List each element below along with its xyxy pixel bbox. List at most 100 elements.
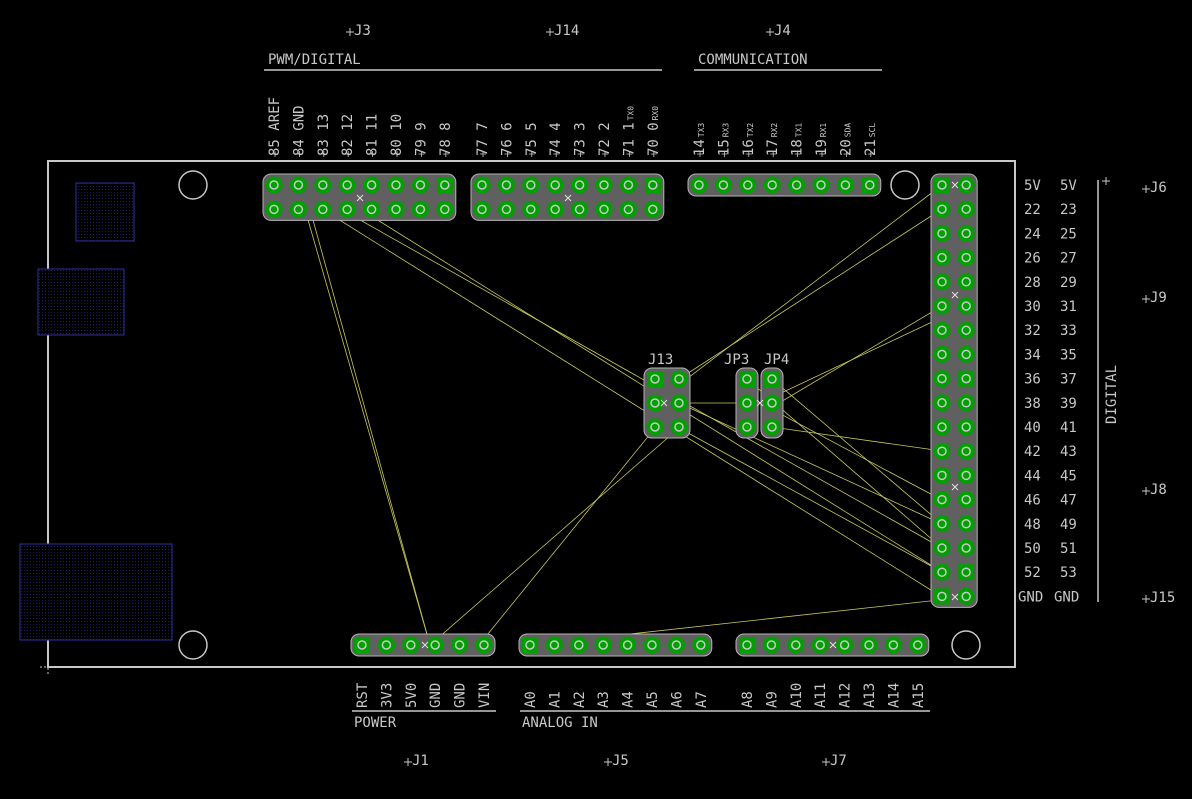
airwire	[678, 402, 943, 525]
pad	[933, 394, 951, 412]
digital-row-label-right: 27	[1060, 251, 1077, 267]
digital-row-label-left: 44	[1024, 468, 1041, 484]
power-pin-label: GND	[453, 683, 469, 708]
top-pin-label: 73 3	[573, 122, 589, 156]
pin-label-main: A1	[547, 691, 563, 708]
pad	[363, 176, 381, 194]
origin-cross	[320, 151, 327, 157]
pad-drill	[937, 494, 947, 505]
ref-j1: J1	[412, 753, 429, 769]
pad-drill	[742, 640, 752, 650]
ref-j7: J7	[830, 753, 847, 769]
pad-drill	[269, 204, 279, 215]
pad	[546, 200, 564, 218]
origin-cross	[602, 151, 608, 157]
pad-square	[647, 371, 663, 387]
pin-label-main: A12	[838, 683, 854, 708]
pad-drill	[840, 180, 851, 190]
pad-drill	[694, 180, 704, 190]
pad-drill	[430, 640, 440, 650]
pad	[957, 200, 975, 218]
airwire	[778, 427, 943, 452]
pad	[546, 176, 564, 194]
power-pin-label: GND	[428, 683, 444, 708]
digital-row-label-left: 36	[1024, 372, 1041, 388]
origin-cross	[721, 151, 728, 157]
pad-drill	[766, 640, 777, 650]
pin-label-sub: RX2	[770, 123, 779, 138]
pad-drill	[599, 180, 609, 190]
pad	[763, 176, 781, 194]
digital-row-label-left: 24	[1024, 226, 1041, 242]
pad-drill	[742, 398, 752, 408]
pad-drill	[937, 277, 947, 287]
keepout-power-jack	[19, 543, 173, 641]
pad	[957, 176, 975, 194]
analog-pin-label: A1	[547, 691, 563, 708]
pad-drill	[477, 180, 487, 190]
pad-drill	[574, 640, 584, 650]
comm-header-title: COMMUNICATION	[698, 52, 808, 68]
power-pin-label: VIN	[477, 683, 493, 708]
pin-label-main: 71 1	[621, 122, 637, 156]
keepout-top	[75, 182, 135, 242]
pin-label-main: 78 8	[438, 122, 454, 156]
digital-row-label-left: GND	[1018, 589, 1043, 605]
pad	[692, 636, 710, 654]
pad-drill	[622, 640, 633, 650]
pin-label-main: 84 GND	[291, 105, 307, 156]
pin-label-main: VIN	[477, 683, 493, 708]
pad-drill	[961, 422, 971, 432]
digital-header-title: DIGITAL	[1104, 365, 1120, 424]
pin-label-main: 82 12	[340, 114, 356, 156]
pad-drill	[937, 519, 947, 529]
pad-drill	[961, 325, 971, 335]
pad-drill	[961, 349, 971, 360]
pad-drill	[937, 325, 947, 335]
pad	[836, 176, 854, 194]
pad	[933, 273, 951, 291]
pad	[933, 466, 951, 484]
pad-drill	[623, 180, 634, 190]
pad-drill	[391, 204, 401, 215]
pin-label-main: 73 3	[573, 122, 589, 156]
origin-cross	[697, 151, 703, 157]
pad	[646, 418, 664, 436]
jumper-jp3	[735, 367, 759, 439]
pad	[475, 636, 493, 654]
pin-label-main: 5V0	[404, 683, 420, 708]
origin-cross	[272, 151, 278, 157]
pad-drill	[415, 180, 426, 190]
top-pin-label: 75 5	[524, 122, 540, 156]
pin-label-main: 80 10	[389, 114, 405, 156]
pin-label-main: 79 9	[413, 122, 429, 156]
pad-drill	[440, 180, 450, 190]
pad	[314, 176, 332, 194]
pad-drill	[574, 180, 585, 190]
mounting-hole	[178, 170, 208, 200]
pad	[265, 176, 283, 194]
digital-row-label-left: 48	[1024, 517, 1041, 533]
pad-drill	[937, 398, 947, 408]
pin-label-main: 3V3	[379, 683, 395, 708]
pad-drill	[269, 180, 279, 190]
header-lines	[264, 69, 1099, 712]
pad	[933, 418, 951, 436]
origin-cross	[504, 151, 511, 157]
pad	[811, 636, 829, 654]
pad-drill	[743, 180, 753, 190]
pad	[957, 321, 975, 339]
origin-cross	[650, 151, 657, 157]
pin-label-main: 77 7	[475, 122, 491, 156]
mounting-hole	[178, 630, 208, 660]
ref-j5: J5	[612, 753, 629, 769]
pad	[933, 321, 951, 339]
pad	[289, 200, 307, 218]
digital-row-label-left: 32	[1024, 323, 1041, 339]
pad	[670, 394, 688, 412]
pad	[957, 394, 975, 412]
origin-cross	[369, 151, 376, 157]
pin-label-main: 76 6	[499, 122, 515, 156]
